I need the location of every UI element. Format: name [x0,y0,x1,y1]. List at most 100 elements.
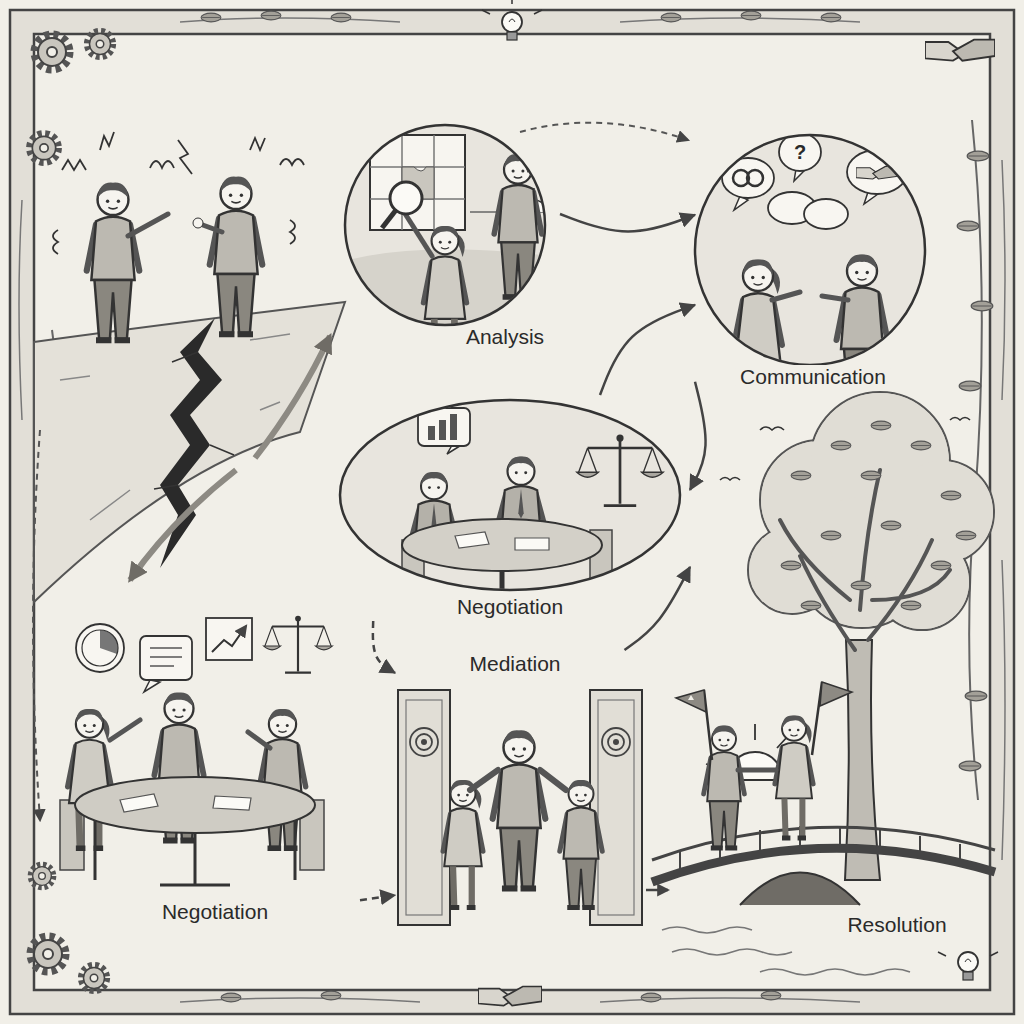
flow-connector [625,567,691,650]
resolution-scene [820,682,852,706]
lightbulb-icons [502,12,522,40]
negotiation-table-scene [212,626,246,652]
analysis-vignette [494,154,542,297]
vignette-circle [695,135,925,365]
vines [967,151,989,161]
resolution-scene [956,531,976,540]
negotiation-table-scene [140,636,192,680]
resolution-scene [881,521,901,530]
mediation-scene [410,728,438,756]
stage-label: Resolution [842,913,951,937]
resolution-scene [652,827,995,860]
bubble-mark: ? [794,141,806,163]
mediation-scene [602,728,630,756]
negotiation-table-scene [120,794,251,812]
flow-arrows [130,470,236,580]
communication-vignette [847,150,907,194]
resolution-scene [652,848,995,882]
handshake-icons [925,40,995,61]
flow-arrows [520,123,688,140]
mediation-scene [590,690,642,925]
vines [957,221,979,231]
frame-border [641,993,661,1002]
gear-icons [35,35,69,69]
analysis-vignette [370,135,465,230]
conflict-scene [210,177,263,335]
gear-icons [87,31,113,57]
mediation-scene: Mediation [395,650,650,935]
resolution-scene [688,695,694,700]
resolution-scene [831,441,851,450]
vines [959,381,981,391]
communication-vignette [772,292,848,300]
resolution-scene [780,470,950,650]
stage-label: Negotiation [157,900,273,924]
flow-connector [360,895,395,900]
frame-border [321,991,341,1000]
negotiation-table-scene [82,630,118,666]
resolution-scene [861,471,881,480]
conflict-scene [193,218,203,228]
stage-label: Communication [735,365,891,389]
frame-border [19,18,1005,1002]
mediation-scene [608,734,624,750]
conflict-scene [34,132,345,602]
mediation-scene [646,889,668,892]
communication-vignette [722,158,774,198]
frame-border [201,13,221,22]
resolution-scene [791,471,811,480]
mediation-scene [398,690,668,925]
analysis-vignette [340,135,576,363]
communication-vignette [804,199,848,229]
mediation-scene [598,700,634,915]
flow-connector [373,621,395,673]
conflict-scene [128,214,168,236]
negotiation-table-scene [206,618,252,660]
negotiation-table-scene [100,630,118,654]
analysis-vignette: Analysis [340,120,560,355]
frame-border [10,10,1014,1014]
resolution-scene [652,392,995,975]
mediation-scene [443,780,483,908]
lightbulb-icons [958,952,978,980]
conflict-scene [87,183,140,341]
analysis-vignette [340,125,576,363]
resolution-scene [901,601,921,610]
mediation-scene [416,734,432,750]
frame-border [741,11,761,20]
vignette-cloud [330,395,690,621]
negotiation-vignette [402,519,602,571]
mediation-scene [470,770,566,790]
resolution-scene [738,768,776,773]
negotiation-vignette [577,435,663,506]
conflict-scene [154,352,234,489]
mediation-scene [493,730,546,888]
resolution-scene [821,531,841,540]
connector-group [625,567,691,650]
frame-border [331,13,351,22]
negotiation-vignette [402,408,663,600]
negotiation-table-scene [76,624,124,672]
resolution-scene [801,601,821,610]
handshake-icons [478,987,542,1006]
communication-vignette: Communication [695,130,935,395]
negotiation-vignette [418,408,470,446]
mediation-scene [421,739,427,745]
connector-group [690,382,706,490]
mediation-scene [613,739,619,745]
resolution-scene [931,561,951,570]
negotiation-table-scene: Negotiation [55,600,360,930]
connector-group [360,895,395,900]
negotiation-table-scene [144,680,160,692]
analysis-vignette [524,140,576,172]
lightbulb-icons [482,0,542,14]
communication-vignette [695,133,925,413]
negotiation-table-scene [110,720,270,748]
resolution-scene [871,421,891,430]
frame-border [261,11,281,20]
communication-vignette [747,170,763,186]
mediation-scene [398,690,450,925]
